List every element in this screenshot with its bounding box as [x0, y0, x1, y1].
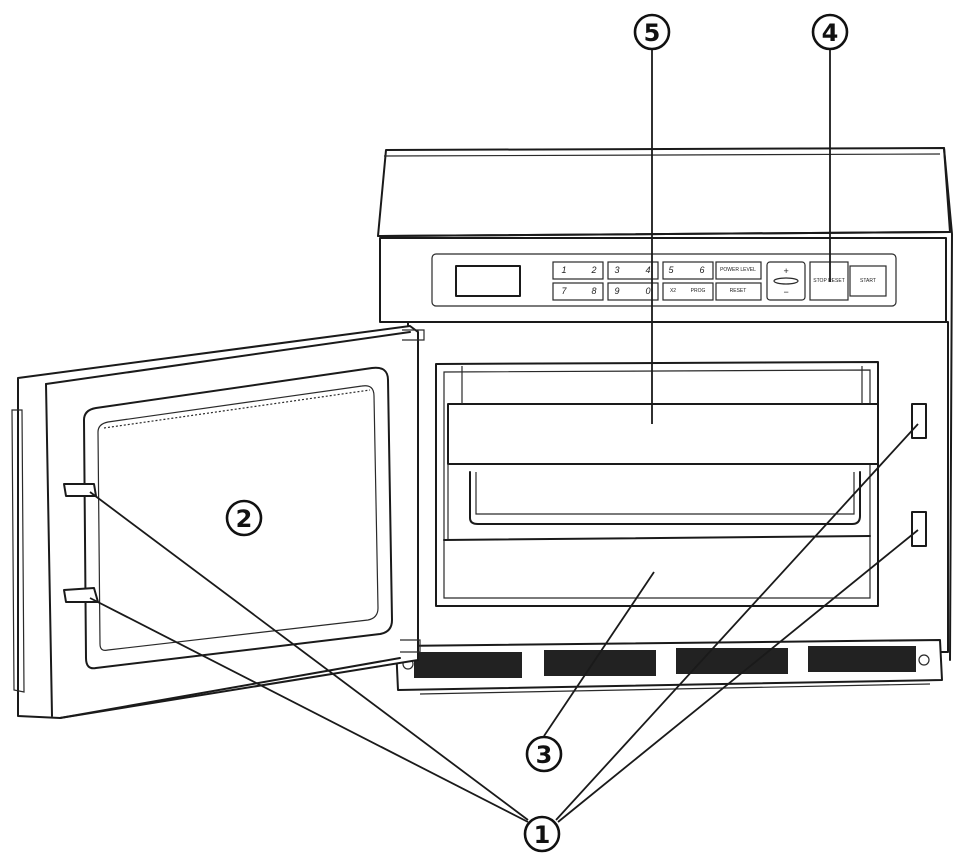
- cabinet-top-inner: [383, 153, 941, 157]
- start-key[interactable]: [849, 265, 887, 297]
- door-latch-upper: [63, 483, 97, 497]
- key-3[interactable]: 3: [614, 265, 619, 275]
- key-4[interactable]: 4: [645, 265, 650, 275]
- callout-2: 2: [225, 499, 263, 537]
- control-panel-face: [379, 237, 947, 323]
- callout-5-circle: [633, 13, 671, 51]
- reset-key[interactable]: [715, 282, 762, 301]
- vent-slot-1: [414, 652, 522, 678]
- reset-label: RESET: [730, 288, 747, 294]
- display-window: [455, 265, 521, 297]
- callout-1-circle: [523, 815, 561, 853]
- key-5[interactable]: 5: [668, 265, 674, 275]
- start-label: START: [860, 278, 876, 284]
- callout-5-label: 5: [644, 19, 661, 47]
- oven-rack: [469, 471, 861, 525]
- leader-3: [543, 571, 655, 737]
- callouts: 5 4 2 3 1: [225, 13, 849, 853]
- key-6[interactable]: 6: [699, 265, 704, 275]
- door-window-frame: [83, 366, 393, 670]
- door-body: [17, 325, 419, 719]
- key-7[interactable]: 7: [561, 286, 567, 296]
- cabinet-right-side: [943, 147, 953, 661]
- door-hinge-top: [402, 329, 425, 341]
- grille-bar: [395, 639, 943, 691]
- cavity-back-wall: [443, 369, 871, 599]
- leader-1d: [557, 529, 919, 823]
- latch-receptacle-lower: [911, 511, 927, 547]
- control-panel: 1 2 3 4 5 6 7 8 9 0 X2 PROG POWER LEVEL …: [379, 237, 947, 323]
- front-grille: [395, 639, 943, 695]
- callout-3: 3: [525, 735, 563, 773]
- grille-screw-right: [918, 654, 930, 666]
- key-9[interactable]: 9: [614, 286, 619, 296]
- cabinet-top-panel: [377, 147, 951, 237]
- key-0[interactable]: 0: [645, 286, 650, 296]
- leader-1c: [555, 423, 919, 821]
- shelf-supports: [461, 366, 863, 404]
- door-hinge-bottom: [400, 639, 421, 653]
- selector-dial: [773, 277, 799, 285]
- callout-4-label: 4: [822, 19, 839, 47]
- callout-3-circle: [525, 735, 563, 773]
- vent-slot-3: [676, 648, 788, 674]
- callout-1-label: 1: [534, 821, 551, 849]
- key-group-34: [607, 261, 659, 280]
- key-8[interactable]: 8: [591, 286, 596, 296]
- upper-element-shelf: [447, 403, 879, 465]
- door-window-glass: [97, 385, 379, 651]
- oven-door: [11, 325, 425, 719]
- key-group-56: [662, 261, 714, 280]
- plus-label: +: [783, 266, 788, 276]
- key-2[interactable]: 2: [590, 265, 596, 275]
- callout-3-label: 3: [536, 741, 553, 769]
- power-level-label: POWER LEVEL: [720, 267, 756, 273]
- minus-label: −: [783, 287, 788, 297]
- grille-lower-edge: [419, 683, 931, 695]
- stop-reset-key[interactable]: [809, 261, 849, 301]
- leader-lines: [89, 50, 919, 823]
- cavity-opening: [435, 361, 879, 607]
- callout-4: 4: [811, 13, 849, 51]
- key-x2[interactable]: X2: [670, 288, 676, 294]
- key-group-12: [552, 261, 604, 280]
- door-top-edge: [45, 331, 411, 385]
- cabinet-top-edge: [377, 231, 951, 237]
- callout-1: 1: [523, 815, 561, 853]
- numeric-keypad: 1 2 3 4 5 6 7 8 9 0 X2 PROG: [552, 261, 714, 301]
- leader-1b: [89, 597, 529, 823]
- cavity-front-frame: [407, 321, 949, 653]
- door-window-seal: [103, 389, 371, 429]
- leader-1a: [89, 491, 529, 821]
- callout-5: 5: [633, 13, 671, 51]
- plus-minus-key[interactable]: [766, 261, 806, 301]
- control-panel-bezel: [431, 253, 897, 307]
- key-group-x2-prog: [662, 282, 714, 301]
- vent-slot-4: [808, 646, 916, 672]
- callout-4-circle: [811, 13, 849, 51]
- door-bottom-edge: [59, 657, 401, 719]
- cabinet: [377, 147, 953, 661]
- oven-cavity: [407, 321, 949, 653]
- stop-reset-label: STOP RESET: [813, 278, 845, 284]
- vent-slot-2: [544, 650, 656, 676]
- key-1[interactable]: 1: [561, 265, 566, 275]
- callout-2-label: 2: [236, 505, 253, 533]
- key-group-78: [552, 282, 604, 301]
- power-level-key[interactable]: [715, 261, 762, 280]
- door-handle-side: [11, 409, 25, 693]
- latch-receptacle-upper: [911, 403, 927, 439]
- cavity-floor-line: [443, 535, 871, 541]
- key-prog[interactable]: PROG: [691, 288, 706, 294]
- door-hinge-edge: [45, 383, 53, 717]
- callout-2-circle: [225, 499, 263, 537]
- key-group-90: [607, 282, 659, 301]
